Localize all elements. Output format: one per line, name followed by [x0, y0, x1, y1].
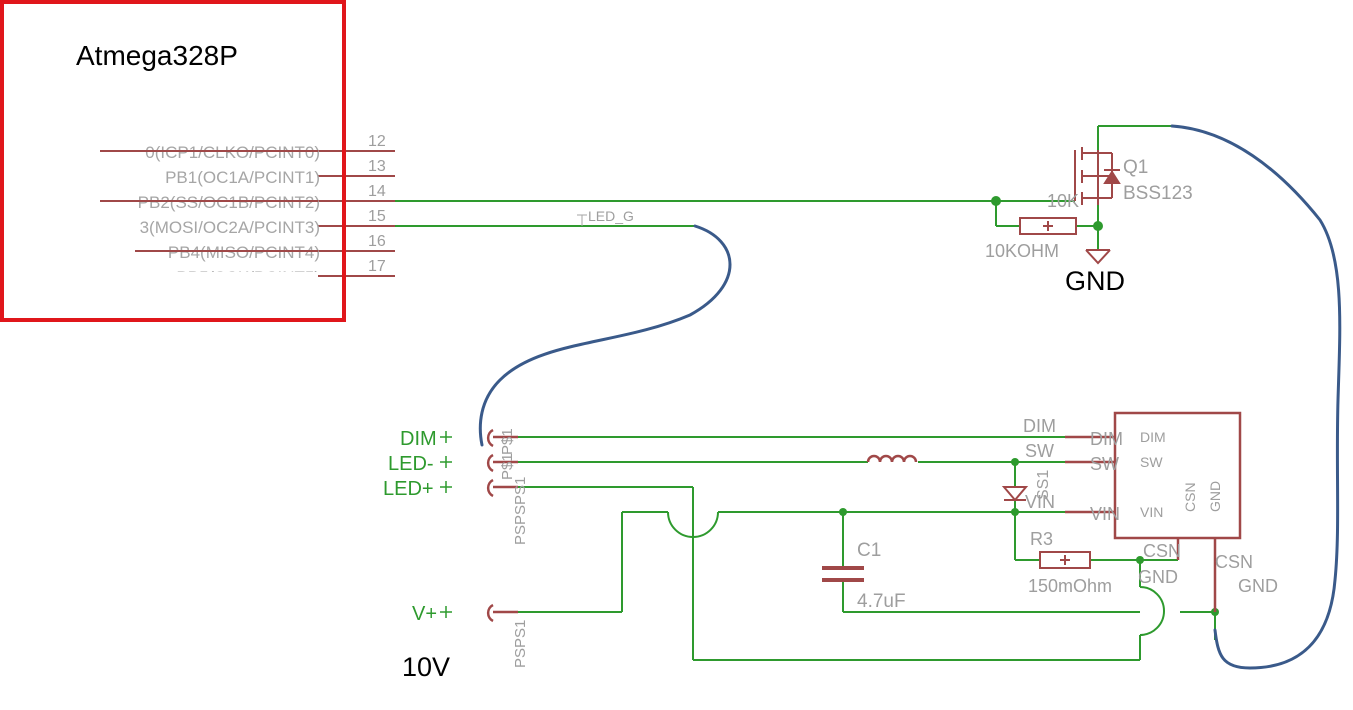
- jumpers: [478, 124, 1342, 670]
- mcu-pin-15-number: 15: [368, 208, 386, 225]
- resistor-r3-value: 150mOhm: [1028, 576, 1112, 596]
- connector-led-minus-pad: [486, 453, 494, 473]
- junction-sw: [1011, 458, 1019, 466]
- connector-side-text: PSPSPS1: [512, 477, 529, 545]
- mcu-pin-17-number: 17: [368, 258, 386, 275]
- connector-dim-label: DIM: [400, 428, 437, 450]
- capacitor-value: 4.7uF: [857, 591, 906, 612]
- driver-pin-vin-mid: VIN: [1090, 504, 1120, 524]
- jumper-drain-gnd: [1170, 124, 1342, 670]
- wires: [395, 125, 1216, 661]
- connector-side-text-low: PSPS1: [512, 620, 529, 668]
- capacitor-c1: [822, 566, 864, 582]
- gnd-label: GND: [1065, 266, 1125, 296]
- resistor-r3-ref: R3: [1030, 529, 1053, 549]
- mcu-pin-12-number: 12: [368, 133, 386, 150]
- driver-pin-dim-inside: DIM: [1140, 429, 1166, 445]
- driver-pin-csn-inside: CSN: [1182, 482, 1198, 512]
- mcu-pin-14-number: 14: [368, 183, 386, 200]
- led-g-label: LED_G: [588, 208, 634, 224]
- driver-pin-csn-lower: CSN: [1215, 552, 1253, 572]
- resistor-r3: [1039, 551, 1091, 569]
- jumper-led-g: [478, 224, 732, 447]
- mcu-pin-17-name: PB5(SCK/PCINT5): [176, 268, 320, 287]
- junction-source: [1093, 221, 1103, 231]
- mcu-pin-13-name: PB1(OC1A/PCINT1): [165, 168, 320, 187]
- wire-vin-hop: [667, 511, 719, 538]
- driver-pin-dim-outside: DIM: [1023, 416, 1056, 436]
- mcu-pin-16-number: 16: [368, 233, 386, 250]
- junction-csn: [1136, 556, 1144, 564]
- resistor-gate: [1019, 217, 1077, 235]
- connector-pad-text-2: P$1: [499, 453, 516, 480]
- connector-vplus-label: V+: [412, 603, 437, 625]
- junctions: [839, 196, 1219, 616]
- mcu-pin-13-number: 13: [368, 158, 386, 175]
- mcu-pin-15-name: 3(MOSI/OC2A/PCINT3): [140, 218, 320, 237]
- driver-pin-csn-outside: CSN: [1143, 541, 1181, 561]
- driver-ic-body: [1113, 411, 1242, 540]
- supply-label: 10V: [402, 652, 450, 682]
- connector-pad-text-1: P$1: [499, 428, 516, 455]
- mosfet-q1: [1074, 147, 1121, 205]
- mcu-title: Atmega328P: [76, 40, 238, 71]
- driver-pin-vin-outside: VIN: [1025, 492, 1055, 512]
- wire-gnd-hop: [1139, 586, 1165, 636]
- driver-pin-dim-mid: DIM: [1090, 429, 1123, 449]
- connector-vplus-pad: [486, 603, 494, 623]
- resistor-gate-value: 10KOHM: [985, 241, 1059, 261]
- driver-pin-sw-inside: SW: [1140, 454, 1163, 470]
- connector-led-plus-pad: [486, 478, 494, 498]
- driver-ic: DIM SW VIN CSN GND DIM SW VIN CSN GND DI…: [1023, 411, 1278, 612]
- mcu-pin-16-name: PB4(MISO/PCINT4): [168, 243, 320, 262]
- mosfet-value-hint: 10K: [1047, 191, 1079, 211]
- connectors: DIM LED- LED+ V+ P$1 P$1 PSPSPS1 PSPS1: [383, 428, 529, 668]
- driver-pin-vin-inside: VIN: [1140, 504, 1163, 520]
- mosfet-part: BSS123: [1123, 183, 1193, 204]
- mcu-pin-12-name: 0(ICP1/CLKO/PCINT0): [145, 143, 320, 162]
- diode-ss1: [1001, 486, 1029, 502]
- mcu-pin-14-name: PB2(SS/OC1B/PCINT2): [138, 193, 320, 212]
- junction-gate: [991, 196, 1001, 206]
- gnd-symbol: [1085, 249, 1111, 265]
- junction-c1-top: [839, 508, 847, 516]
- driver-pin-sw-mid: SW: [1090, 454, 1119, 474]
- mcu-block: 0(ICP1/CLKO/PCINT0) PB1(OC1A/PCINT1) PB2…: [0, 0, 395, 322]
- connector-dim-pad: [486, 428, 494, 448]
- driver-pin-gnd-lower: GND: [1238, 576, 1278, 596]
- connector-led-plus-label: LED+: [383, 478, 434, 500]
- driver-pin-sw-outside: SW: [1025, 441, 1054, 461]
- mcu-highlight-box: [0, 0, 346, 322]
- mosfet-ref: Q1: [1123, 157, 1148, 178]
- driver-pin-gnd-inside: GND: [1207, 481, 1223, 512]
- diode-ref: SS1: [1035, 470, 1052, 500]
- inductor: [866, 454, 918, 463]
- junction-vin: [1011, 508, 1019, 516]
- capacitor-ref: C1: [857, 540, 881, 561]
- led-g-net-label: LED_G: [577, 208, 634, 226]
- driver-pin-gnd-outside: GND: [1138, 567, 1178, 587]
- connector-led-minus-label: LED-: [388, 453, 434, 475]
